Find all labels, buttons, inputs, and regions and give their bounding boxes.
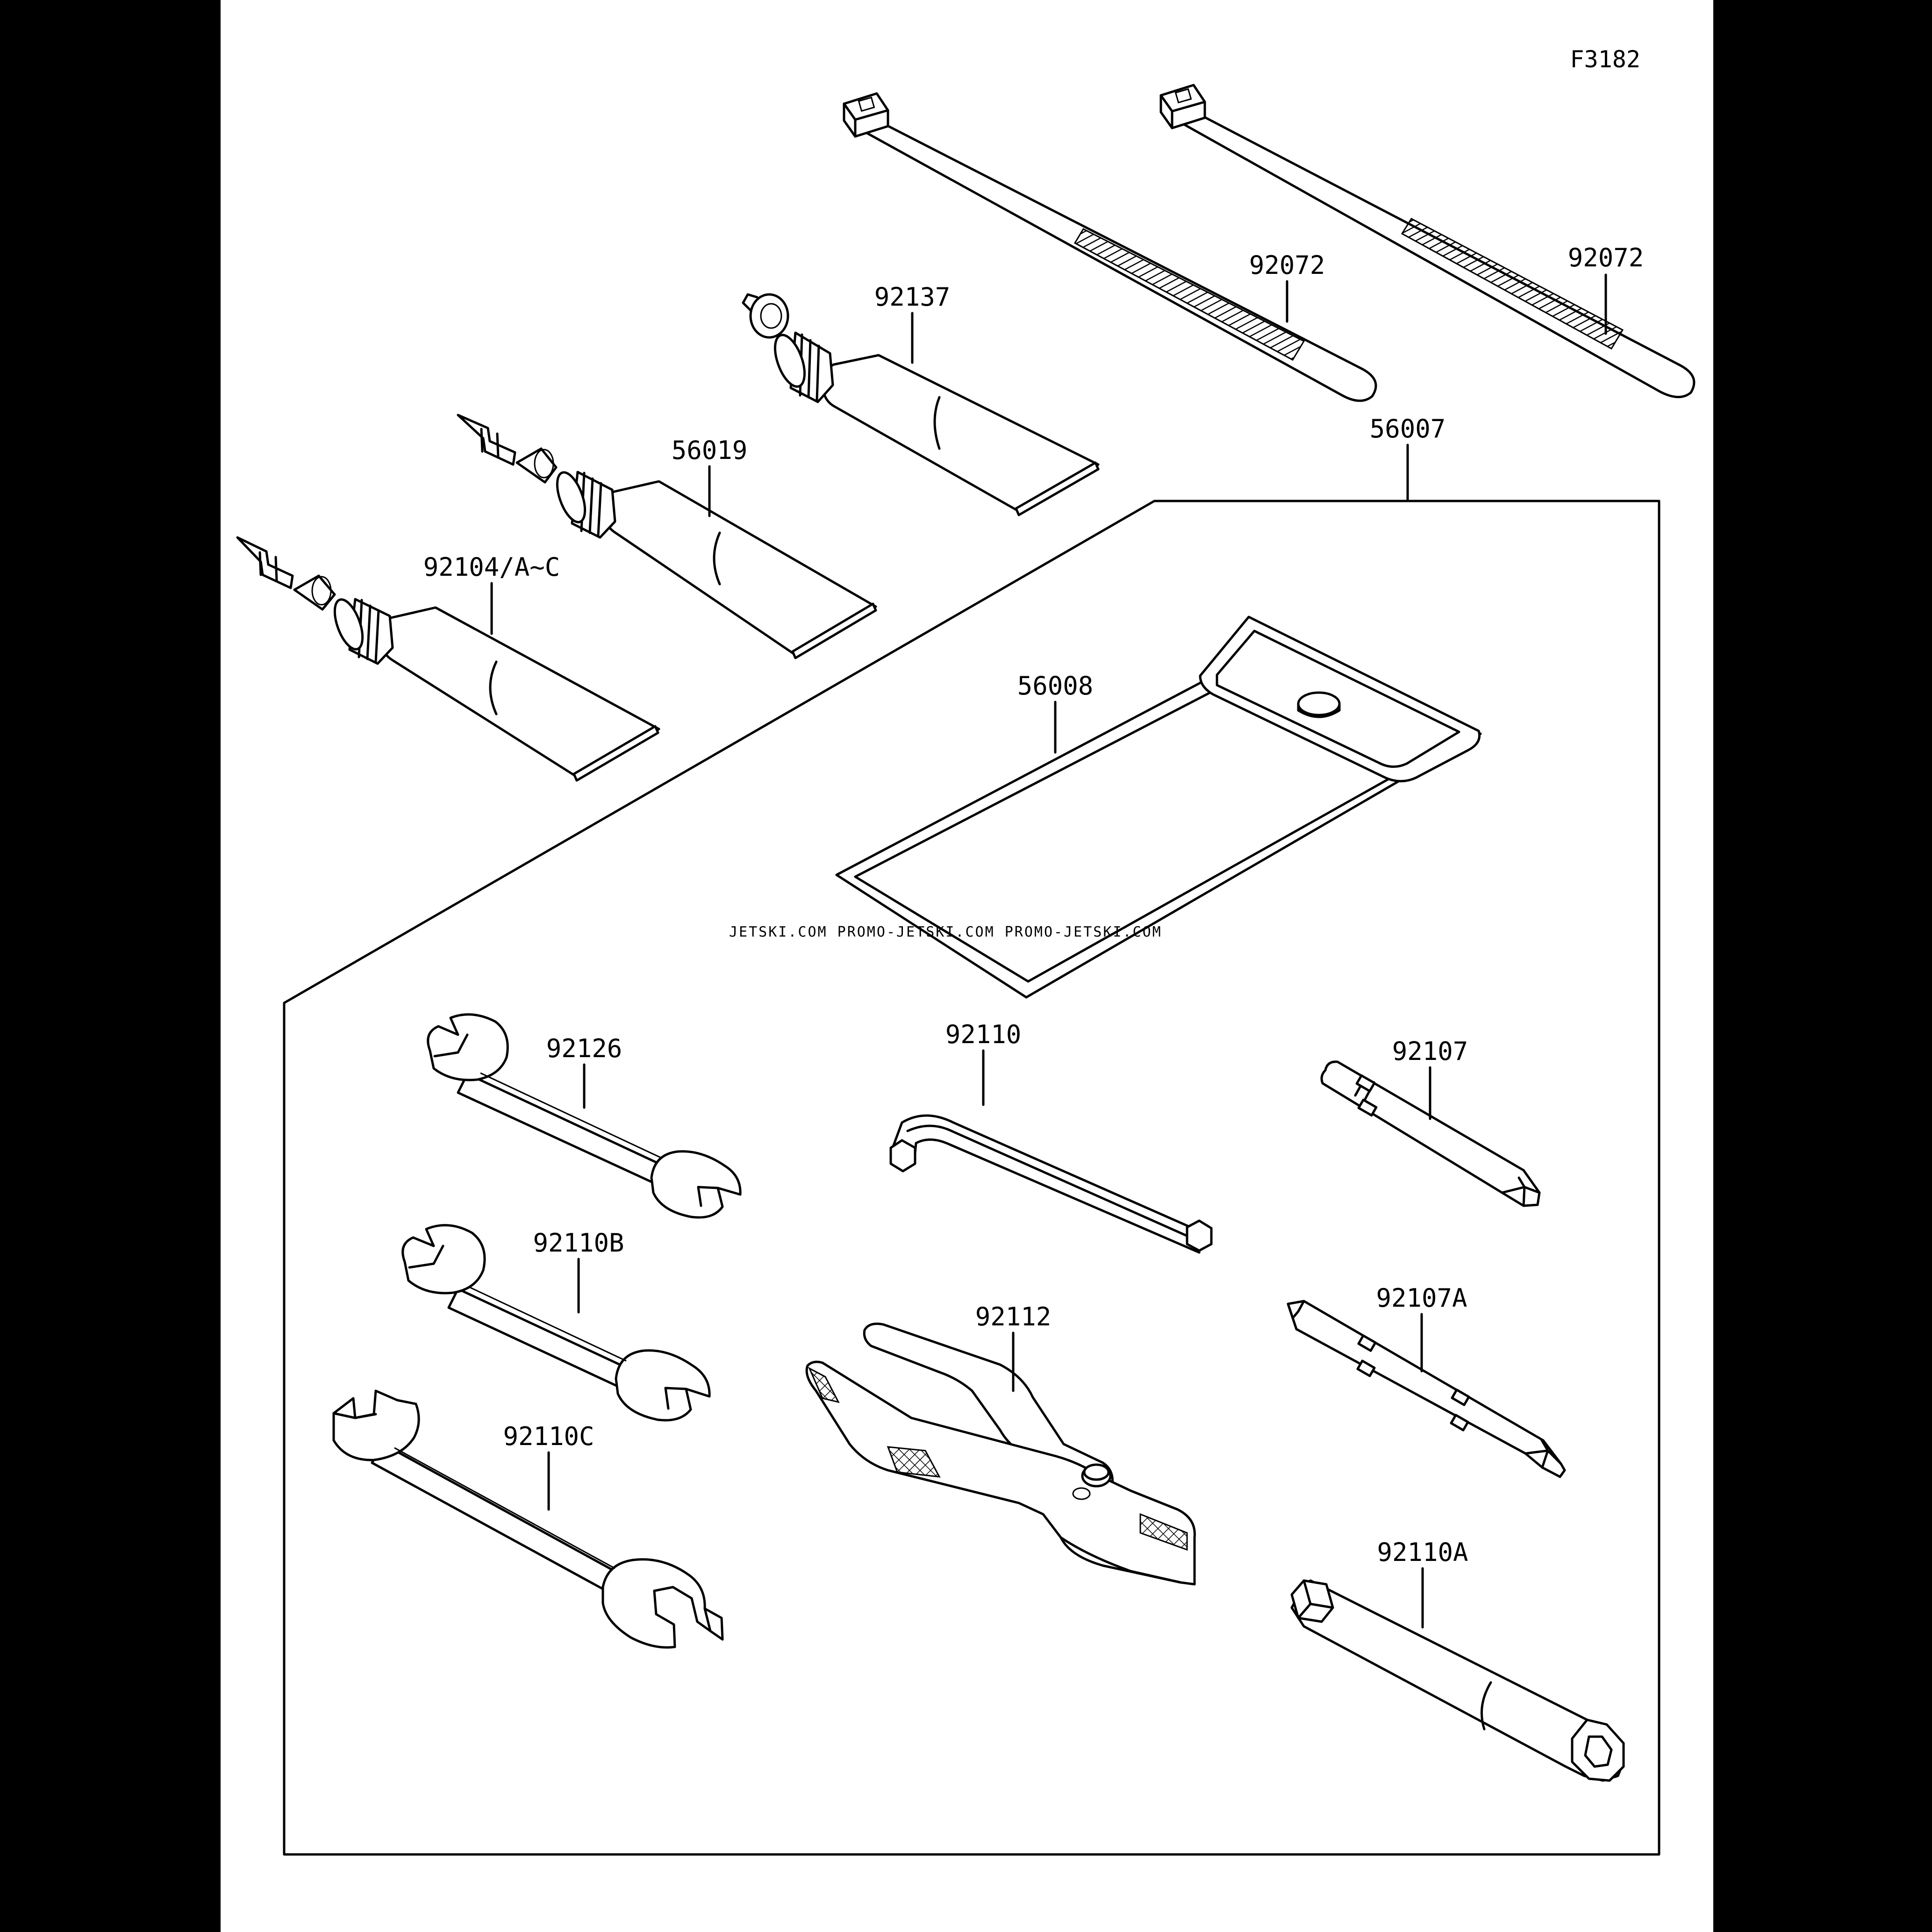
tool-bag	[835, 615, 1482, 999]
watermark: JETSKI.COM PROMO-JETSKI.COM PROMO-JETSKI…	[729, 924, 1162, 940]
part-label-hex-key: 92110	[945, 1020, 1022, 1049]
part-label-tool-kit: 56007	[1370, 414, 1446, 444]
part-label-cable-tie-left: 92072	[1249, 250, 1325, 280]
wrench-a	[427, 1013, 742, 1219]
part-label-screwdriver-double: 92107A	[1376, 1283, 1467, 1313]
cable-tie-left	[843, 92, 1377, 402]
part-label-cable-tie-right: 92072	[1568, 243, 1644, 272]
part-label-wrench-b: 92110B	[533, 1228, 624, 1258]
part-label-wrench-a: 92126	[546, 1034, 623, 1063]
screwdriver-bit	[1320, 1060, 1541, 1207]
drawing-sheet	[221, 0, 1713, 1932]
part-label-tool-bag: 56008	[1017, 671, 1094, 701]
grease-tube-bottom	[236, 536, 660, 782]
tool-kit-frame	[283, 500, 1660, 1856]
part-label-grease-tube-top: 92137	[874, 282, 951, 312]
pliers	[805, 1323, 1196, 1586]
wrench-b	[401, 1224, 711, 1422]
cable-tie-right	[1159, 84, 1696, 398]
grease-tube-middle	[457, 414, 877, 659]
part-label-socket-wrench: 92110A	[1377, 1538, 1468, 1567]
figure-code: F3182	[1570, 46, 1640, 73]
part-label-wrench-c: 92110C	[503, 1422, 594, 1451]
part-label-pliers: 92112	[975, 1302, 1052, 1331]
part-label-screwdriver-bit: 92107	[1392, 1037, 1468, 1066]
part-label-grease-tube-bottom: 92104/A~C	[423, 552, 560, 582]
part-label-grease-tube-middle: 56019	[672, 436, 748, 465]
grease-tube-top	[742, 293, 1100, 516]
hex-key	[889, 1114, 1213, 1254]
leader-lines	[490, 273, 1607, 1629]
wrench-c	[332, 1389, 724, 1649]
screwdriver-double	[1287, 1300, 1566, 1478]
socket-wrench	[1290, 1579, 1625, 1782]
